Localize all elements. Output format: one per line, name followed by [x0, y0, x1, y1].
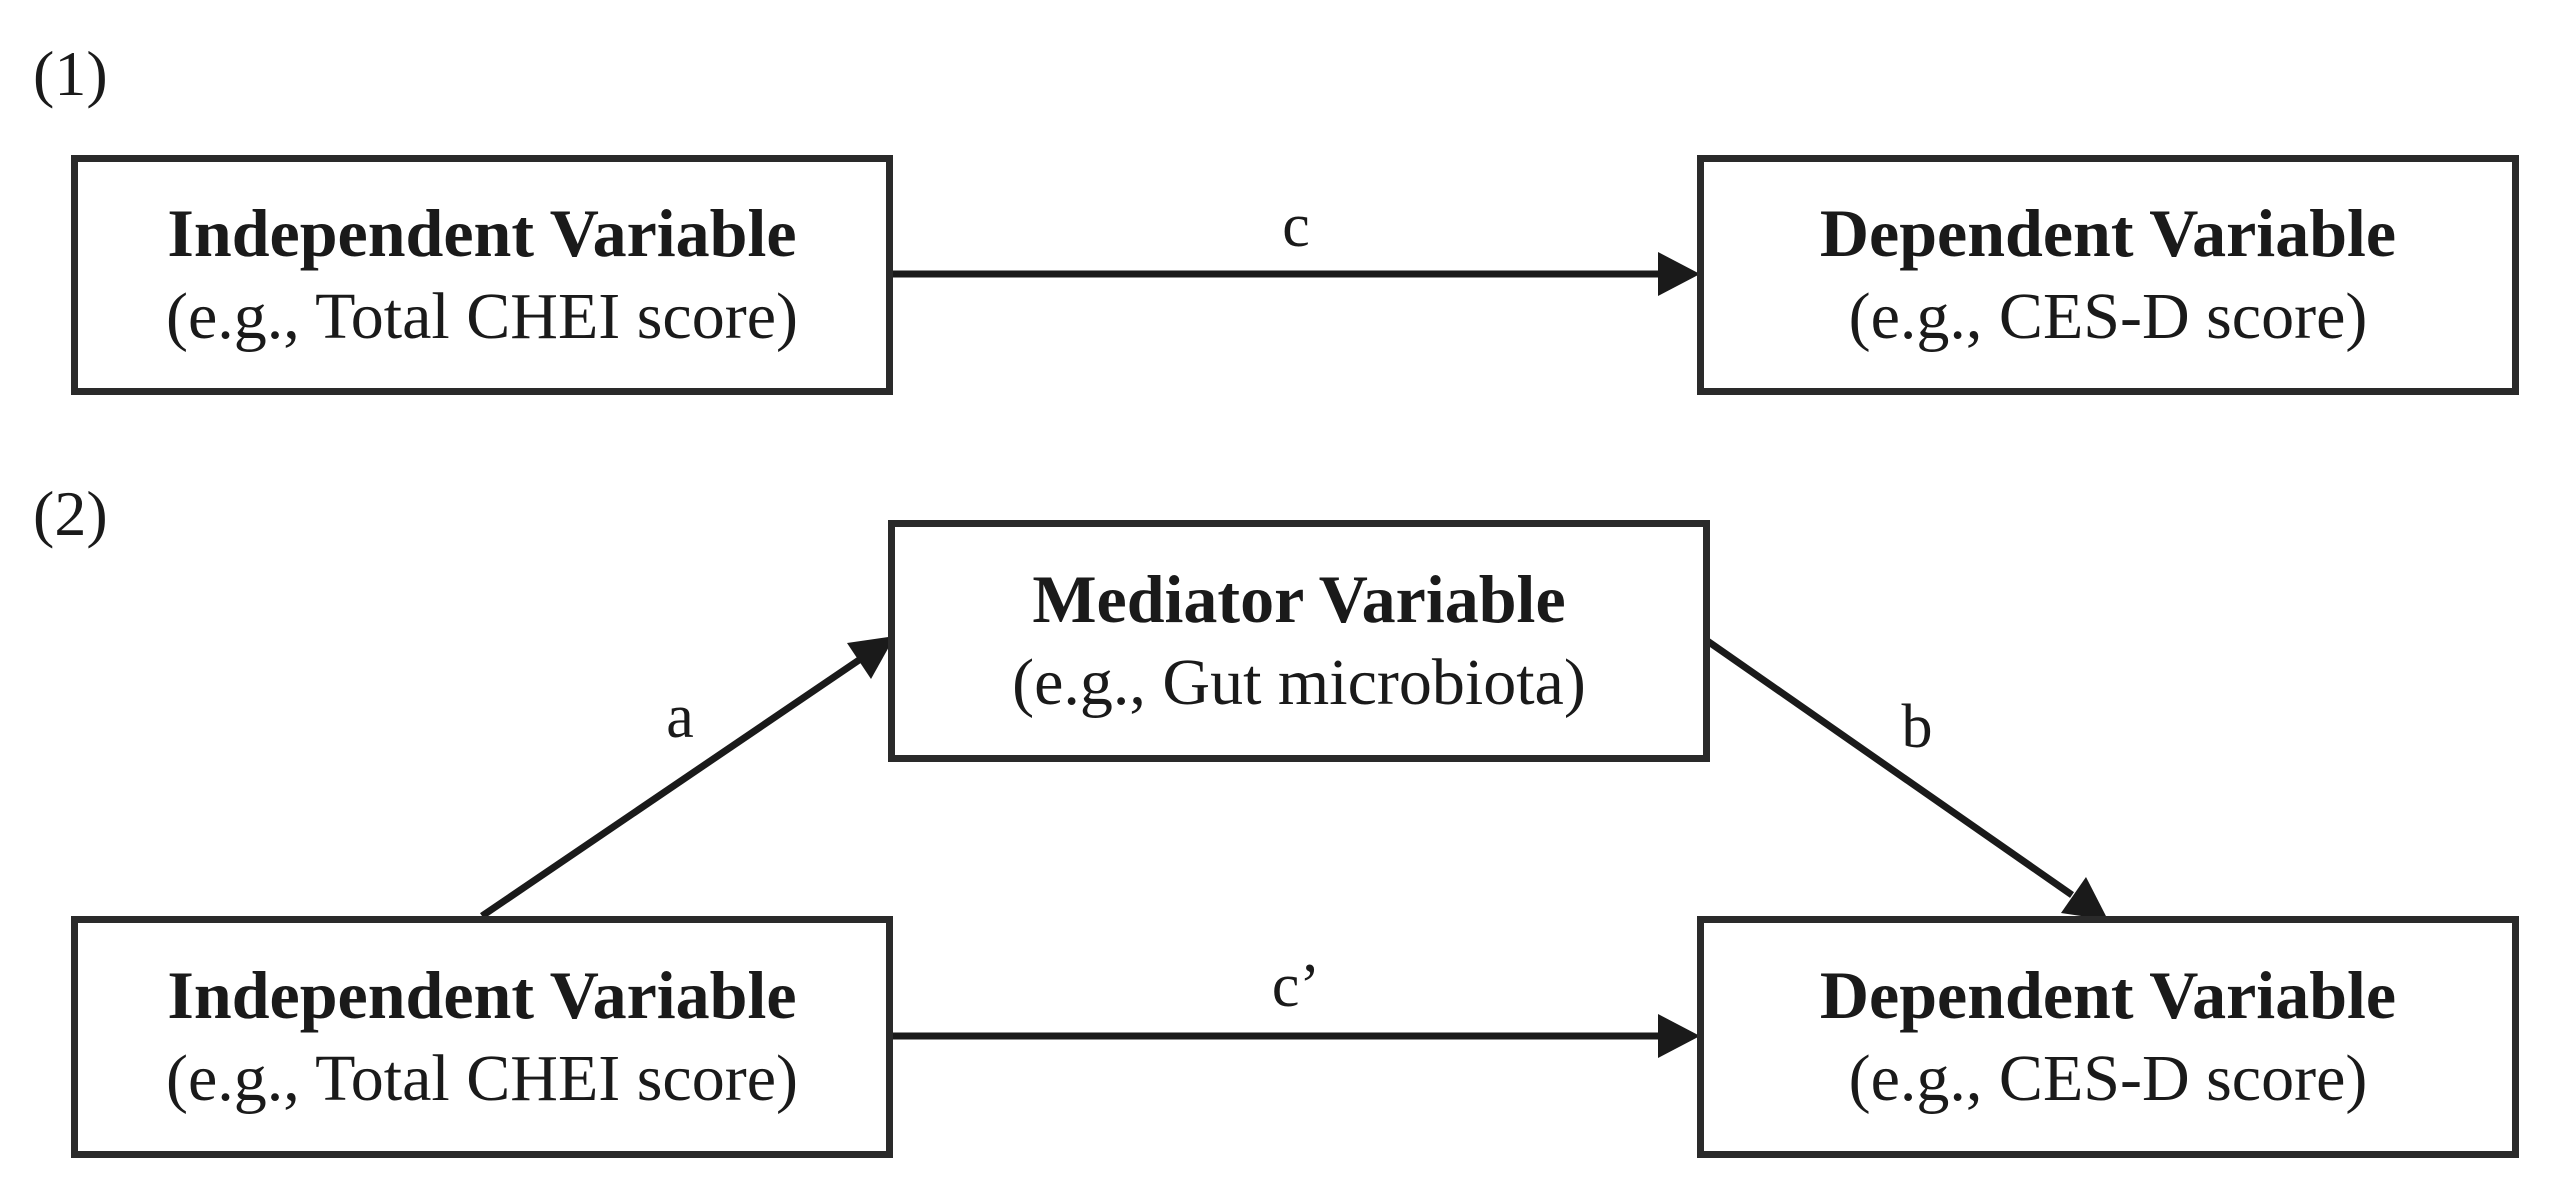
- panel-2-independent-title: Independent Variable: [167, 957, 797, 1034]
- panel-1-dependent-example: (e.g., CES-D score): [1848, 280, 2368, 354]
- panel-2-dependent-title: Dependent Variable: [1819, 957, 2397, 1034]
- path-b-label: b: [1901, 693, 1933, 761]
- panel-1-independent-title: Independent Variable: [167, 195, 797, 272]
- panel-2-independent-box: Independent Variable (e.g., Total CHEI s…: [71, 916, 893, 1158]
- arrow-b: [1703, 637, 2108, 920]
- arrow-c-prime: [890, 1014, 1700, 1058]
- arrow-a: [480, 636, 895, 919]
- panel-1-dependent-title: Dependent Variable: [1819, 195, 2397, 272]
- path-c-prime-label: c’: [1271, 952, 1321, 1020]
- panel-1-dependent-box: Dependent Variable (e.g., CES-D score): [1697, 155, 2519, 395]
- panel-1-label: (1): [33, 38, 108, 109]
- panel-2-independent-example: (e.g., Total CHEI score): [166, 1042, 798, 1116]
- panel-2-label: (2): [33, 478, 108, 549]
- panel-2-dependent-box: Dependent Variable (e.g., CES-D score): [1697, 916, 2519, 1158]
- panel-2-mediator-title: Mediator Variable: [1032, 561, 1566, 638]
- panel-1-independent-example: (e.g., Total CHEI score): [166, 280, 798, 354]
- path-c-label: c: [1282, 192, 1310, 260]
- panel-2-mediator-example: (e.g., Gut microbiota): [1012, 646, 1586, 720]
- path-a-label: a: [666, 683, 694, 751]
- panel-2-mediator-box: Mediator Variable (e.g., Gut microbiota): [888, 520, 1710, 762]
- arrow-c: [890, 252, 1700, 296]
- panel-1-independent-box: Independent Variable (e.g., Total CHEI s…: [71, 155, 893, 395]
- panel-2-dependent-example: (e.g., CES-D score): [1848, 1042, 2368, 1116]
